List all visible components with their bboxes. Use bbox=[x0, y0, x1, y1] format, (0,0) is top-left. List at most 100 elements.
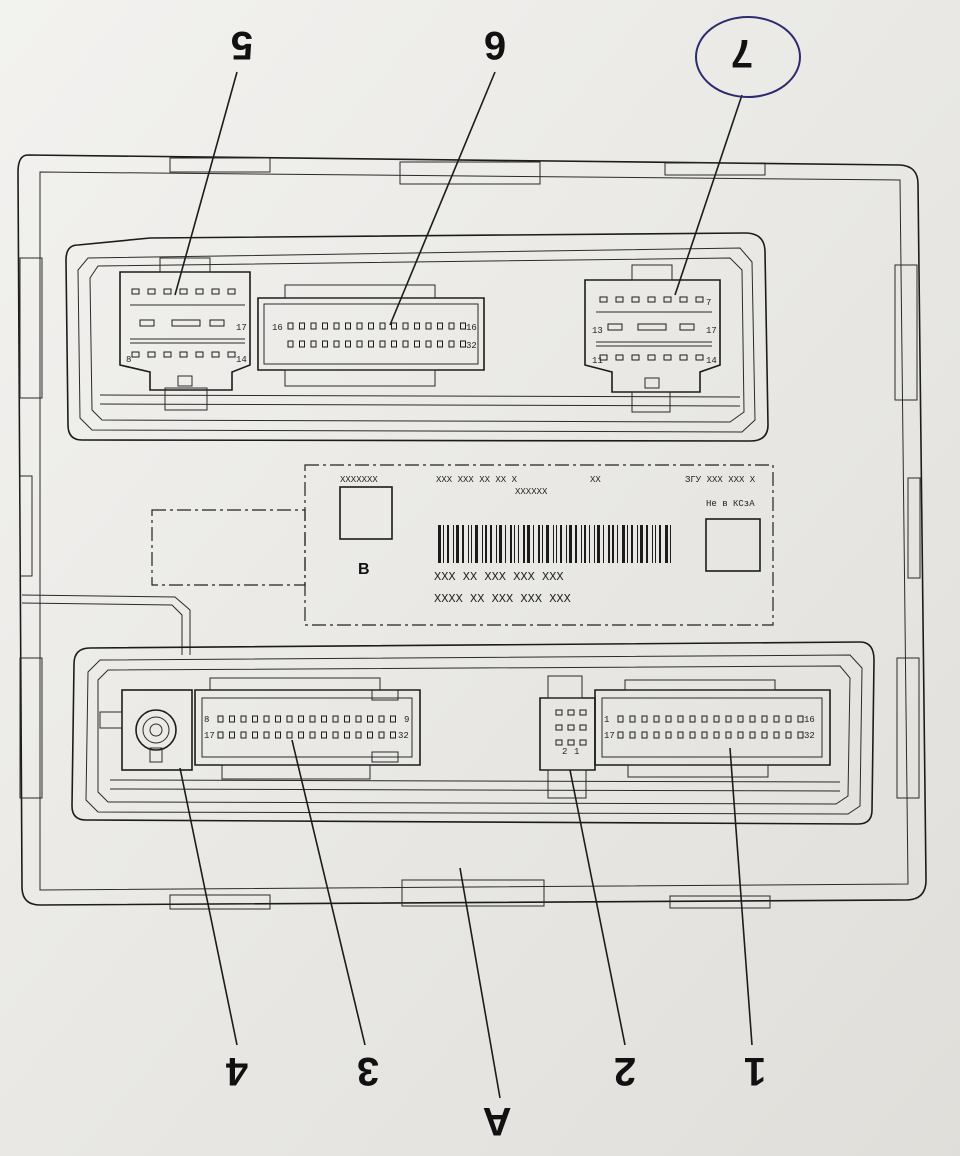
pin bbox=[617, 715, 624, 723]
pin bbox=[298, 715, 304, 723]
pin bbox=[402, 340, 409, 348]
pin-label: 32 bbox=[466, 341, 477, 351]
pin bbox=[217, 715, 224, 723]
barcode-bar bbox=[542, 525, 543, 563]
pin bbox=[286, 731, 293, 739]
pin bbox=[653, 731, 660, 739]
plate-line-2: Не в КСзА bbox=[706, 499, 755, 509]
callout-4: 4 bbox=[225, 1049, 248, 1093]
pin bbox=[368, 322, 374, 330]
pin bbox=[437, 322, 443, 330]
pin bbox=[229, 731, 235, 739]
pin-label: 16 bbox=[804, 715, 815, 725]
barcode-bar bbox=[490, 525, 492, 563]
plate-code: ХХХХХХХ bbox=[340, 475, 378, 485]
pin bbox=[240, 731, 247, 739]
barcode-bar bbox=[462, 525, 464, 563]
pin bbox=[448, 322, 455, 330]
pin-label: 2 bbox=[562, 747, 567, 757]
callout-2: 2 bbox=[614, 1049, 636, 1093]
pin bbox=[263, 715, 270, 723]
pin bbox=[321, 731, 327, 739]
barcode-bar bbox=[560, 525, 562, 563]
pin bbox=[749, 731, 756, 739]
pin bbox=[321, 715, 327, 723]
barcode bbox=[438, 525, 671, 563]
pin bbox=[333, 340, 340, 348]
pin-label: 14 bbox=[236, 355, 247, 365]
pin bbox=[309, 731, 316, 739]
pin bbox=[345, 340, 351, 348]
pin-label: 16 bbox=[466, 323, 477, 333]
pin-label: 1 bbox=[574, 747, 579, 757]
barcode-bar bbox=[594, 525, 595, 563]
pin bbox=[310, 322, 317, 330]
svg-text:A: A bbox=[483, 1099, 512, 1143]
pin bbox=[355, 731, 362, 739]
svg-text:4: 4 bbox=[225, 1049, 248, 1093]
pin bbox=[345, 322, 351, 330]
pin bbox=[713, 715, 720, 723]
pin bbox=[448, 340, 455, 348]
pin bbox=[229, 715, 235, 723]
pin bbox=[689, 715, 696, 723]
pin bbox=[275, 715, 281, 723]
barcode-bar bbox=[475, 525, 478, 563]
pin-label: 11 bbox=[592, 356, 603, 366]
pin bbox=[701, 731, 708, 739]
connector-7: 7 17 14 13 11 bbox=[584, 264, 721, 413]
pin bbox=[390, 731, 396, 739]
pin bbox=[391, 340, 397, 348]
pin bbox=[773, 731, 780, 739]
barcode-bar bbox=[631, 525, 633, 563]
barcode-bar bbox=[556, 525, 557, 563]
pin bbox=[460, 340, 466, 348]
pin bbox=[367, 715, 373, 723]
pin-label: 17 bbox=[604, 731, 615, 741]
plate-code: ХХХ ХХХ ХХ ХХ Х bbox=[436, 475, 518, 485]
pin bbox=[653, 715, 660, 723]
barcode-bar bbox=[468, 525, 469, 563]
pin bbox=[286, 715, 293, 723]
pin bbox=[368, 340, 374, 348]
pin bbox=[240, 715, 247, 723]
barcode-bar bbox=[453, 525, 454, 563]
barcode-bar bbox=[589, 525, 590, 563]
pin bbox=[332, 731, 339, 739]
barcode-bar bbox=[670, 525, 671, 563]
pin bbox=[263, 731, 270, 739]
barcode-bar bbox=[485, 525, 487, 563]
barcode-bar bbox=[482, 525, 483, 563]
pin-label: 17 bbox=[706, 326, 717, 336]
connector-2: 1 2 bbox=[539, 675, 596, 799]
barcode-bar bbox=[518, 525, 519, 563]
pin bbox=[737, 715, 744, 723]
callout-7: 7 bbox=[695, 16, 801, 98]
pin-label: 32 bbox=[398, 731, 409, 741]
barcode-bar bbox=[447, 525, 449, 563]
pin bbox=[332, 715, 339, 723]
barcode-bar bbox=[608, 525, 610, 563]
pin bbox=[356, 340, 363, 348]
barcode-bar bbox=[533, 525, 534, 563]
pin bbox=[378, 731, 385, 739]
pin bbox=[356, 322, 363, 330]
pin bbox=[665, 715, 672, 723]
connector-1: 1 16 32 17 bbox=[594, 679, 831, 778]
pin bbox=[299, 340, 305, 348]
pin bbox=[797, 731, 804, 739]
pin bbox=[725, 731, 732, 739]
callout-5: 5 bbox=[231, 23, 253, 67]
connector-4 bbox=[99, 689, 193, 771]
barcode-bar bbox=[471, 525, 472, 563]
svg-text:2: 2 bbox=[614, 1049, 636, 1093]
barcode-bar bbox=[456, 525, 459, 563]
pin bbox=[355, 715, 362, 723]
pin-row bbox=[217, 715, 396, 739]
pin bbox=[402, 322, 409, 330]
pin-label: 13 bbox=[592, 326, 603, 336]
pin bbox=[629, 715, 636, 723]
pin bbox=[797, 715, 804, 723]
leader-lines bbox=[174, 71, 753, 1099]
